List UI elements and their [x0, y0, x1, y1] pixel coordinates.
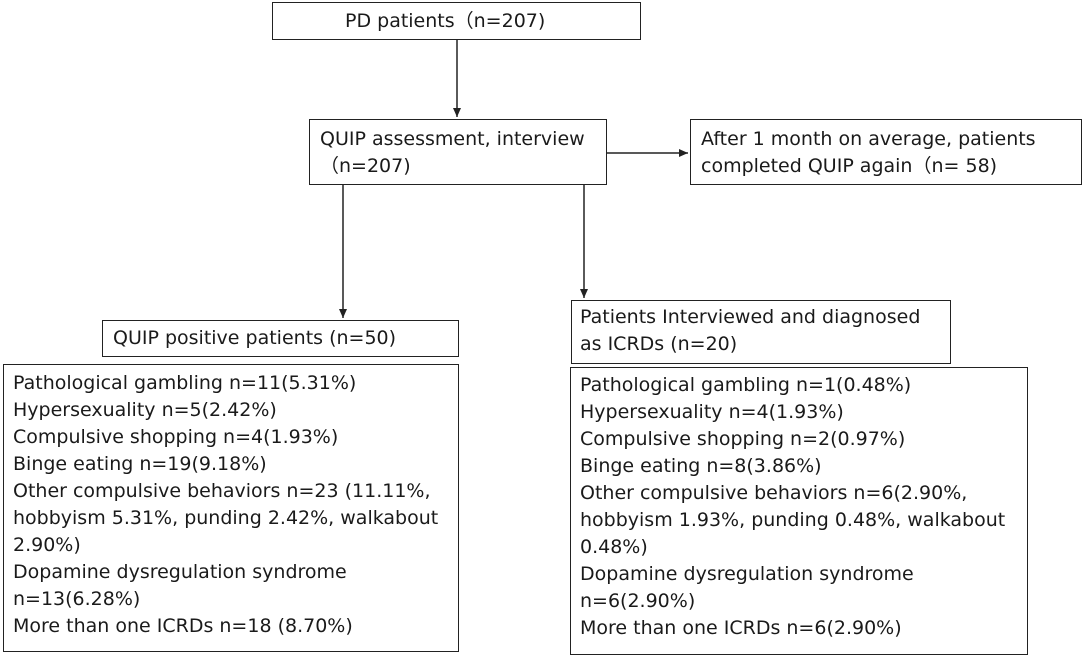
followup-node-line: completed QUIP again（n= 58): [701, 155, 998, 177]
assessment-node-line: QUIP assessment, interview: [320, 128, 585, 150]
followup-node-line: After 1 month on average, patients: [701, 128, 1036, 150]
detail-line: Pathological gambling n=1(0.48%): [580, 374, 912, 396]
start-node-text: PD patients（n=207): [345, 10, 546, 32]
interviewed-node-line: as ICRDs (n=20): [580, 333, 738, 355]
interviewed-node-line: Patients Interviewed and diagnosed: [580, 306, 921, 328]
detail-line: Other compulsive behaviors n=6(2.90%,: [580, 482, 968, 504]
quip-positive-node: QUIP positive patients (n=50): [102, 320, 459, 357]
detail-line: n=6(2.90%): [580, 590, 696, 612]
followup-node: After 1 month on average, patients compl…: [690, 119, 1082, 185]
detail-line: Other compulsive behaviors n=23 (11.11%,: [13, 480, 431, 502]
detail-line: Dopamine dysregulation syndrome: [580, 563, 914, 585]
detail-line: More than one ICRDs n=18 (8.70%): [13, 615, 353, 637]
detail-line: Compulsive shopping n=4(1.93%): [13, 426, 339, 448]
assessment-node-line: （n=207): [320, 155, 411, 177]
detail-line: 0.48%): [580, 536, 648, 558]
start-node: PD patients（n=207): [272, 2, 641, 40]
detail-line: Compulsive shopping n=2(0.97%): [580, 428, 906, 450]
interviewed-node: Patients Interviewed and diagnosed as IC…: [571, 300, 951, 364]
detail-line: n=13(6.28%): [13, 588, 141, 610]
detail-line: Hypersexuality n=5(2.42%): [13, 399, 277, 421]
detail-line: hobbyism 1.93%, punding 0.48%, walkabout: [580, 509, 1006, 531]
detail-line: Pathological gambling n=11(5.31%): [13, 372, 357, 394]
assessment-node: QUIP assessment, interview （n=207): [309, 119, 607, 185]
detail-line: Binge eating n=19(9.18%): [13, 453, 267, 475]
quip-positive-node-text: QUIP positive patients (n=50): [113, 327, 397, 349]
detail-line: 2.90%): [13, 534, 81, 556]
detail-line: Binge eating n=8(3.86%): [580, 455, 822, 477]
detail-line: Hypersexuality n=4(1.93%): [580, 401, 844, 423]
quip-details-box: Pathological gambling n=11(5.31%) Hypers…: [3, 364, 459, 652]
detail-line: More than one ICRDs n=6(2.90%): [580, 617, 902, 639]
detail-line: hobbyism 5.31%, punding 2.42%, walkabout: [13, 507, 439, 529]
detail-line: Dopamine dysregulation syndrome: [13, 561, 347, 583]
interview-details-box: Pathological gambling n=1(0.48%) Hyperse…: [570, 367, 1028, 655]
